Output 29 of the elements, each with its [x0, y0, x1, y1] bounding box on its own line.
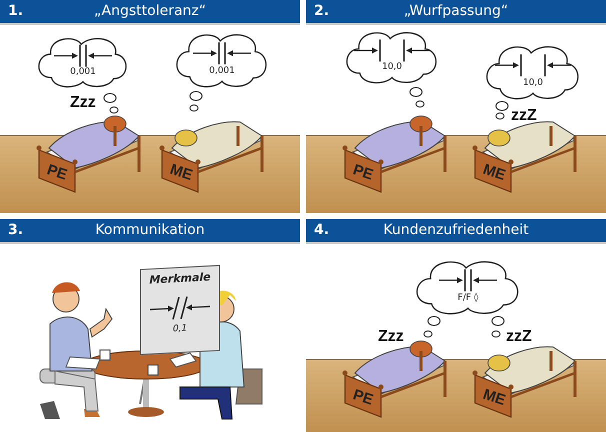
flipchart — [140, 264, 220, 356]
bed-label: PE — [44, 161, 70, 184]
bed-label: PE — [350, 161, 376, 184]
comic-panel — [306, 219, 606, 432]
tolerance-value: 10,0 — [522, 78, 544, 88]
panel-number: 4. — [314, 221, 330, 240]
panel-number: 2. — [314, 2, 330, 21]
tolerance-value: F/F ◊ — [456, 292, 480, 303]
snore-text: Zzz — [378, 329, 404, 345]
panel-number: 1. — [8, 2, 24, 21]
panel-number: 3. — [8, 221, 24, 240]
bed-label: ME — [480, 386, 508, 410]
flipchart-heading: Merkmale — [148, 270, 212, 288]
snore-text: zzZ — [511, 108, 537, 124]
panel-title: Kundenzufriedenheit — [383, 222, 529, 238]
tolerance-value: 0,1 — [172, 322, 188, 336]
snore-text: Zzz — [70, 95, 96, 111]
tolerance-value: 0,001 — [69, 67, 97, 78]
bed-label: ME — [168, 160, 195, 184]
panel-title: „Wurfpassung“ — [404, 3, 508, 19]
bed-label: PE — [350, 386, 376, 409]
tolerance-value: 10,0 — [380, 62, 404, 72]
tolerance-value: 0,001 — [208, 66, 236, 76]
bed-label: ME — [480, 160, 508, 184]
comic-panel — [0, 0, 300, 213]
comic-panel — [306, 0, 606, 213]
snore-text: zzZ — [506, 329, 532, 345]
panel-title: Kommunikation — [95, 222, 205, 238]
panel-title: „Angsttoleranz“ — [94, 3, 206, 19]
